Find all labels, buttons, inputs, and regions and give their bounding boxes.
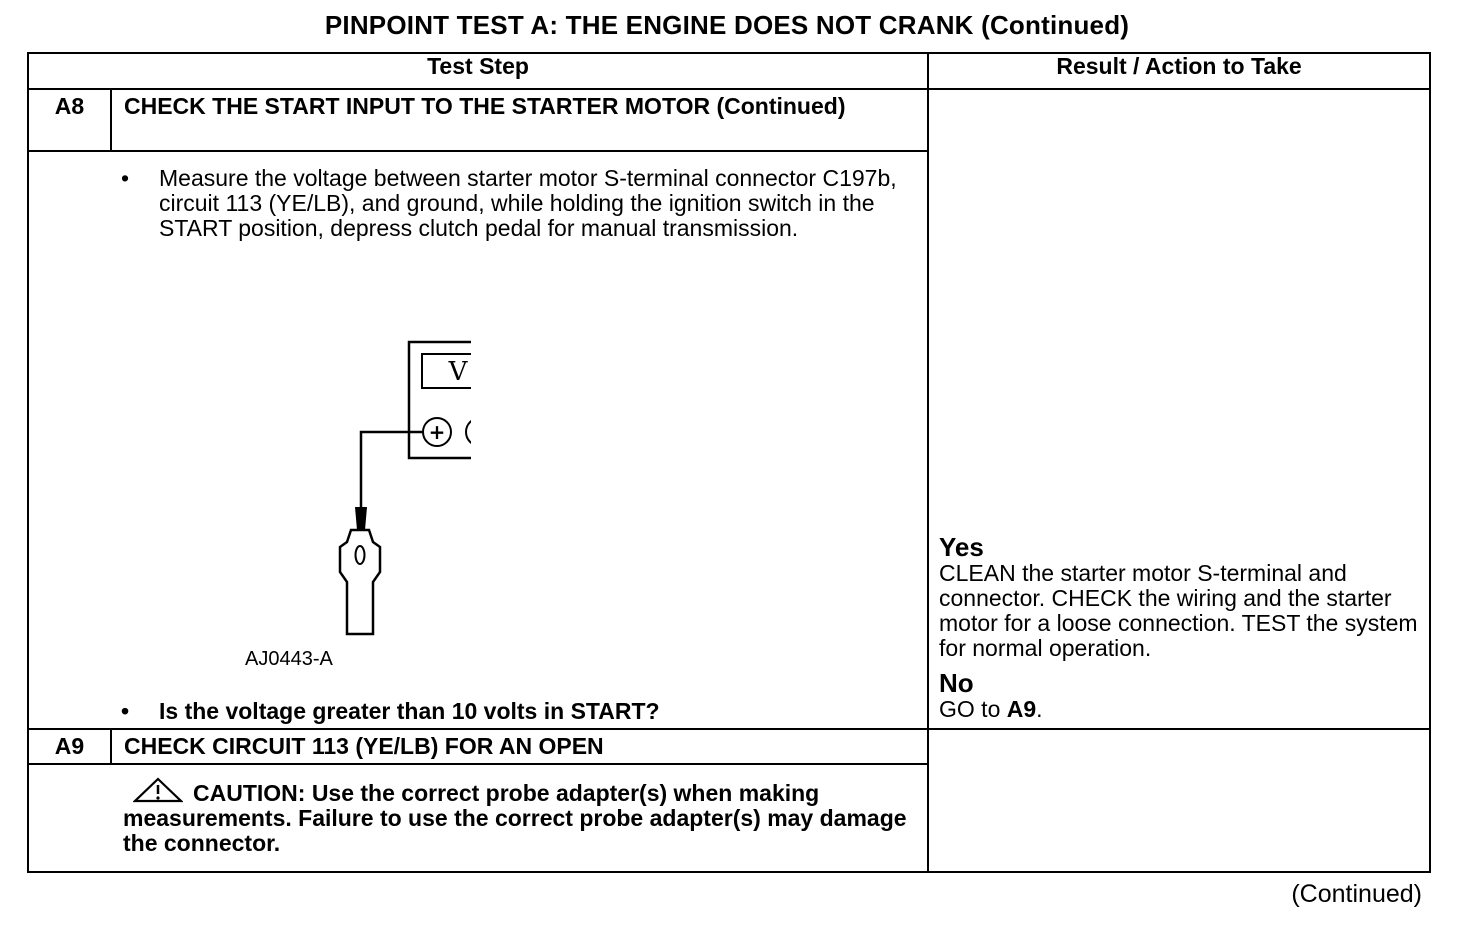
caution-text: CAUTION: Use the correct probe adapter(s…: [123, 780, 907, 856]
meter-symbol: V: [448, 357, 469, 387]
bullet-dot: •: [121, 165, 130, 191]
meter-body: [407, 340, 471, 460]
step-a8-body-spacer: [27, 150, 111, 730]
figure-label: AJ0443-A: [245, 648, 333, 670]
pinpoint-test-table: Test Step Result / Action to Take A8 CHE…: [26, 52, 1432, 873]
step-a9-body-spacer: [27, 763, 111, 873]
continued-footer: (Continued): [1291, 880, 1422, 908]
step-title-a9: CHECK CIRCUIT 113 (YE/LB) FOR AN OPEN: [109, 728, 930, 765]
step-a9-title-row: A9 CHECK CIRCUIT 113 (YE/LB) FOR AN OPEN: [27, 728, 1432, 873]
bullet-dot: •: [121, 698, 130, 724]
header-test-step: Test Step: [26, 52, 930, 90]
result-cell-a9: [927, 728, 1432, 873]
result-no-target: A9: [1006, 696, 1037, 722]
step-id-a9: A9: [27, 728, 112, 765]
step-title-a8: CHECK THE START INPUT TO THE STARTER MOT…: [109, 88, 930, 152]
step-a8-body: • Measure the voltage between starter mo…: [111, 150, 930, 730]
result-no-suffix: .: [1036, 696, 1043, 722]
bullet-item-question: • Is the voltage greater than 10 volts i…: [111, 699, 903, 724]
bullet-text-question: Is the voltage greater than 10 volts in …: [159, 698, 660, 724]
bullet-item-measure: • Measure the voltage between starter mo…: [111, 166, 903, 241]
voltmeter-diagram: V + −: [338, 340, 471, 636]
step-a8-body-row: • Measure the voltage between starter mo…: [27, 150, 1430, 730]
header-result-action: Result / Action to Take: [927, 52, 1432, 90]
connector-hole: [354, 545, 366, 565]
table-header-row: Test Step Result / Action to Take: [26, 52, 1432, 90]
plus-terminal-symbol: +: [429, 420, 446, 444]
minus-terminal: [465, 420, 471, 444]
result-yes-text: CLEAN the starter motor S-terminal and c…: [939, 560, 1418, 661]
result-no-prefix: GO to: [939, 696, 1007, 722]
result-no-text: GO to A9.: [939, 697, 1423, 722]
result-yes-label: Yes: [939, 532, 984, 562]
meter-display: [421, 353, 471, 389]
page-title: PINPOINT TEST A: THE ENGINE DOES NOT CRA…: [324, 10, 1130, 40]
connector-terminal-icon: [338, 528, 382, 636]
result-no-label: No: [939, 668, 974, 698]
step-a9-body-row: CAUTION: Use the correct probe adapter(s…: [27, 763, 1430, 873]
step-a8-title-row: A8 CHECK THE START INPUT TO THE STARTER …: [27, 88, 1432, 730]
step-id-a8: A8: [27, 88, 112, 152]
result-block-a8: Yes CLEAN the starter motor S-terminal a…: [939, 533, 1423, 722]
result-cell-a8: Yes CLEAN the starter motor S-terminal a…: [927, 88, 1432, 730]
step-a9-body: CAUTION: Use the correct probe adapter(s…: [111, 763, 930, 873]
caution-block: CAUTION: Use the correct probe adapter(s…: [111, 765, 927, 866]
bullet-text-measure: Measure the voltage between starter moto…: [159, 165, 897, 241]
positive-lead: [359, 430, 423, 507]
caution-triangle-icon: [132, 777, 184, 803]
